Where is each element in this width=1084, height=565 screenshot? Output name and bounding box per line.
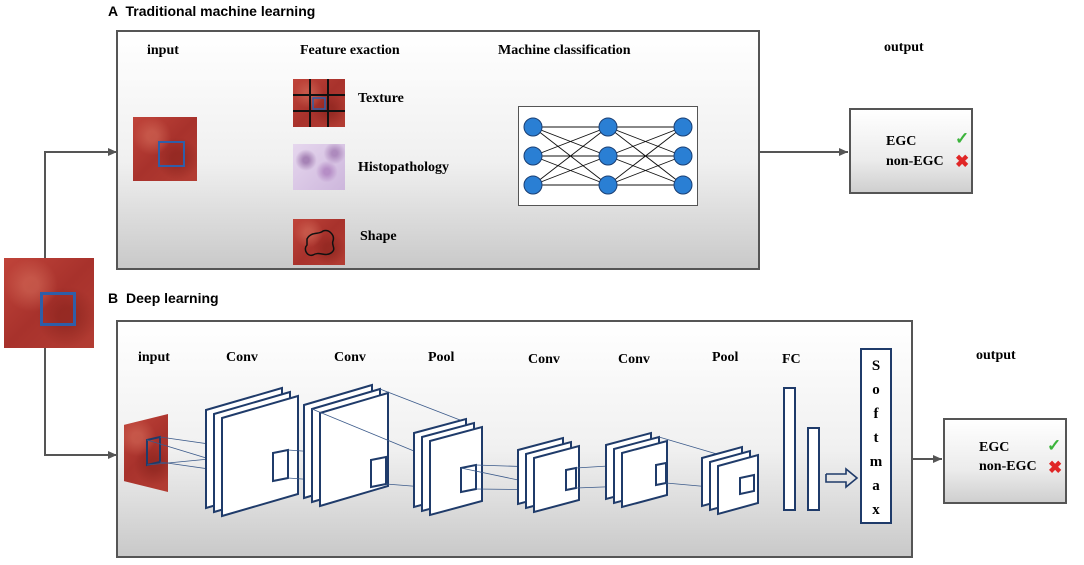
softmax-arrow <box>825 467 859 489</box>
layer-label-fc: FC <box>782 352 801 367</box>
conv-4-stack <box>605 431 668 509</box>
feature-texture-label: Texture <box>358 91 404 106</box>
feature-exaction-label: Feature exaction <box>300 43 400 58</box>
pool-2-stack <box>701 445 759 516</box>
panel-b-output-non-egc: non-EGC <box>979 459 1037 474</box>
check-icon: ✓ <box>1047 436 1062 455</box>
panel-a-output-egc: EGC <box>886 134 917 149</box>
fc-bar-2 <box>807 427 820 511</box>
cross-icon: ✖ <box>1048 458 1063 477</box>
neural-network <box>523 117 693 195</box>
nn-node <box>598 175 618 195</box>
shape-image <box>293 219 345 265</box>
cross-icon: ✖ <box>955 152 970 171</box>
panel-b-output-box <box>943 418 1067 504</box>
texture-image <box>293 79 345 127</box>
nn-edge <box>607 155 684 186</box>
panel-a-input-image <box>133 117 197 181</box>
softmax-letter: f <box>873 406 879 422</box>
nn-edge <box>607 126 684 186</box>
layer-label-conv-2: Conv <box>334 350 366 365</box>
source-roi-box <box>40 292 76 326</box>
layer-label-pool-2: Pool <box>712 350 739 365</box>
source-endoscopy-image <box>4 258 94 348</box>
layer-label-conv-4: Conv <box>618 352 650 367</box>
softmax-letter: x <box>872 502 880 518</box>
panel-b-letter: B <box>108 290 119 306</box>
nn-edge <box>532 126 609 186</box>
panel-a-title: Traditional machine learning <box>125 3 316 19</box>
check-icon: ✓ <box>955 129 970 148</box>
shape-outline <box>304 229 335 257</box>
layer-label-pool-1: Pool <box>428 350 455 365</box>
panel-b-title: Deep learning <box>126 290 219 306</box>
panel-a-output-box <box>849 108 973 194</box>
nn-edge <box>532 126 609 157</box>
feature-shape-label: Shape <box>360 229 397 244</box>
softmax-letter: a <box>872 478 880 494</box>
nn-node <box>598 146 618 166</box>
nn-edge <box>607 126 684 157</box>
arrow-to-panel-b <box>44 348 117 459</box>
softmax-letter: S <box>871 358 881 374</box>
nn-node <box>673 146 693 166</box>
panel-b-input-label: input <box>138 350 170 365</box>
panel-a-output-label: output <box>884 40 924 55</box>
layer-label-conv-1: Conv <box>226 350 258 365</box>
panel-a-input-roi <box>158 141 185 167</box>
panel-a-heading: A Traditional machine learning <box>108 3 315 19</box>
feature-histopathology-label: Histopathology <box>358 160 450 175</box>
nn-node <box>673 175 693 195</box>
softmax-letter: o <box>872 382 880 398</box>
conv-3-stack <box>517 436 580 514</box>
layer-label-conv-3: Conv <box>528 352 560 367</box>
panel-a-output-non-egc: non-EGC <box>886 154 944 169</box>
nn-node <box>598 117 618 137</box>
machine-classification-label: Machine classification <box>498 43 631 58</box>
panel-a-input-label: input <box>147 43 179 58</box>
nn-node <box>523 146 543 166</box>
texture-grid <box>293 79 345 127</box>
nn-node <box>523 175 543 195</box>
panel-b-heading: B Deep learning <box>108 290 219 306</box>
nn-node <box>523 117 543 137</box>
conv-2-stack <box>303 383 389 508</box>
nn-edge <box>532 155 609 186</box>
nn-node <box>673 117 693 137</box>
panel-b-output-label: output <box>976 348 1016 363</box>
fc-bar-1 <box>783 387 796 511</box>
histopathology-image <box>293 144 345 190</box>
pool-1-stack <box>413 417 483 517</box>
panel-b-output-egc: EGC <box>979 440 1010 455</box>
input-roi-box <box>146 435 161 467</box>
arrow-to-panel-a <box>44 148 117 258</box>
conv-1-stack <box>205 386 299 518</box>
softmax-letter: m <box>869 454 883 470</box>
softmax-box: S o f t m a x <box>860 348 892 524</box>
panel-a-letter: A <box>108 3 118 19</box>
softmax-letter: t <box>873 430 879 446</box>
